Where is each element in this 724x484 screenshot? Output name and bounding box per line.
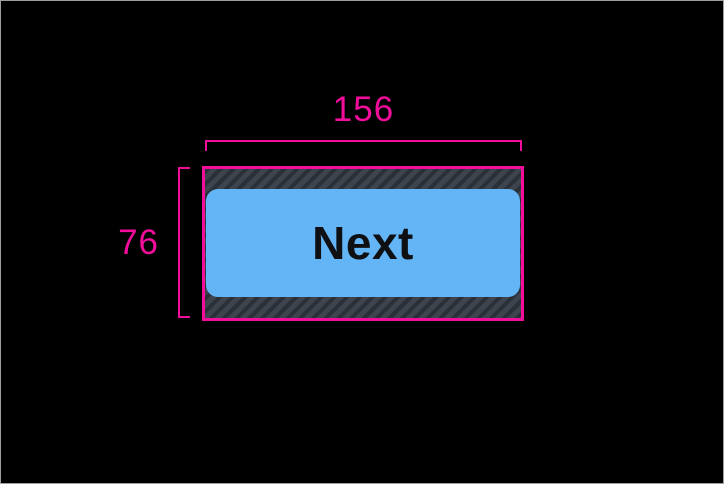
next-button[interactable]: Next bbox=[206, 189, 520, 297]
height-measure-bracket bbox=[178, 167, 190, 318]
width-dimension-label: 156 bbox=[332, 90, 395, 129]
width-measure-bracket bbox=[205, 140, 522, 151]
height-dimension-label: 76 bbox=[118, 223, 159, 262]
tap-target-region: Next bbox=[202, 166, 524, 321]
